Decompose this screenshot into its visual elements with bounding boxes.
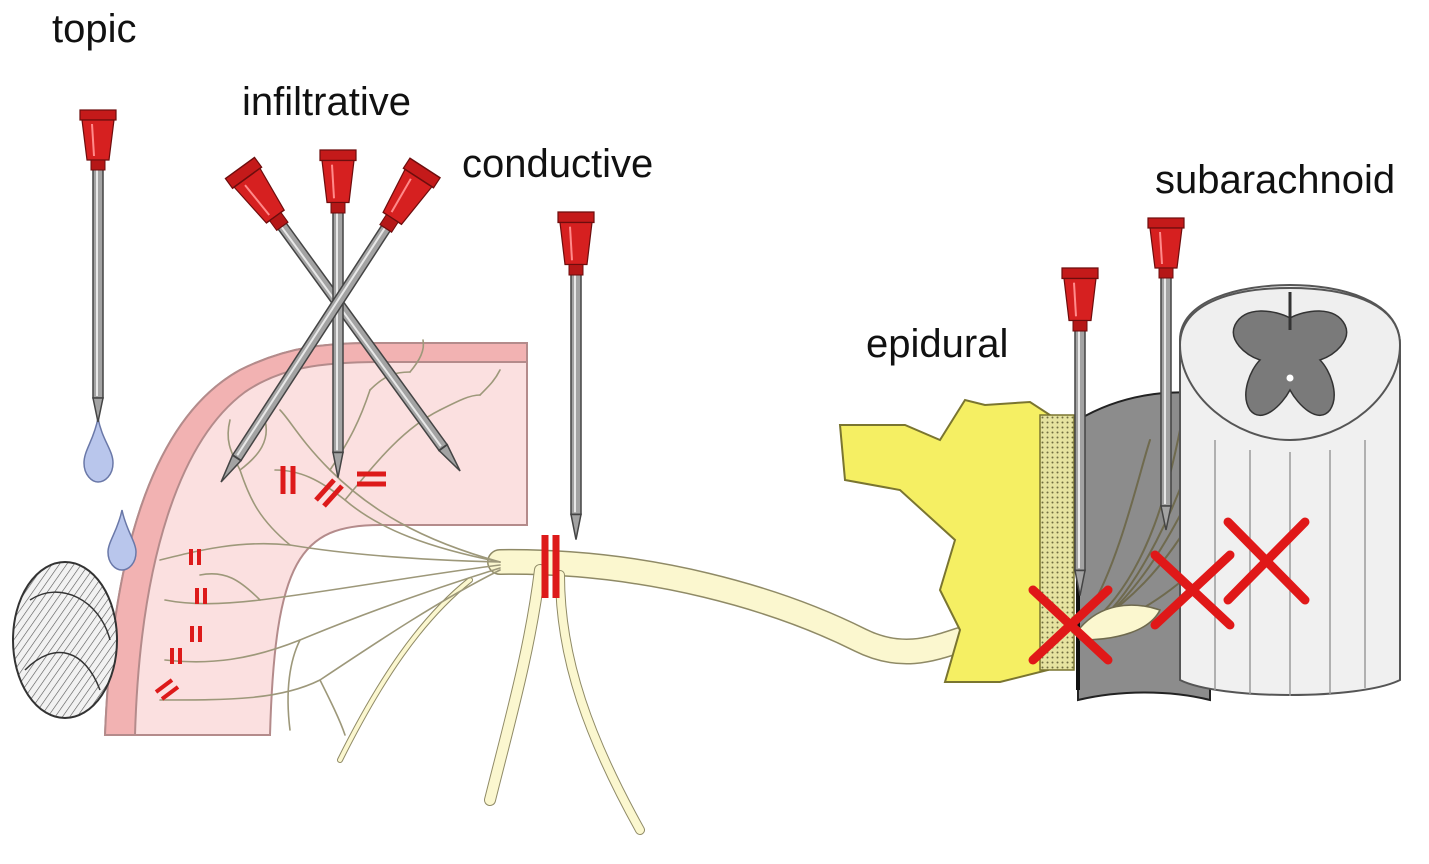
label-conductive: conductive (462, 142, 653, 186)
label-epidural: epidural (866, 322, 1008, 366)
skin-layer (105, 343, 527, 735)
label-topic: topic (52, 7, 137, 51)
needle-topic (80, 110, 116, 422)
needle-conductive (558, 212, 594, 540)
spinal-cord (1180, 285, 1400, 696)
peripheral-nerve (340, 562, 960, 830)
anesthetic-drop-1 (84, 418, 113, 482)
label-infiltrative: infiltrative (242, 80, 411, 124)
label-subarachnoid: subarachnoid (1155, 158, 1395, 202)
gauze-swab (13, 562, 117, 718)
anesthetic-drop-2 (108, 510, 136, 570)
